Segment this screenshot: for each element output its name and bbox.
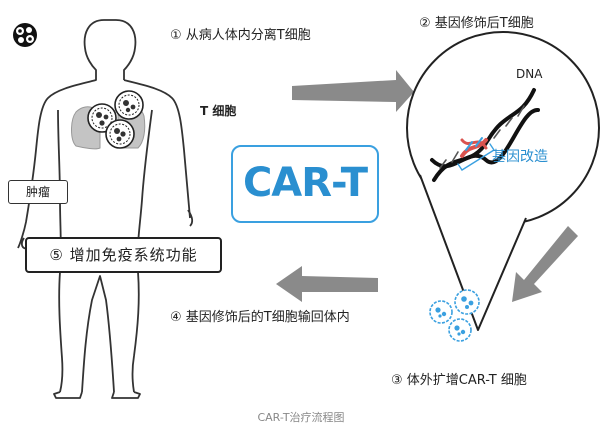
step3-label: ③ 体外扩增CAR-T 细胞 (391, 373, 527, 388)
gene-edit-label: 基因改造 (492, 149, 548, 165)
step1-label: ① 从病人体内分离T细胞 (170, 28, 311, 43)
t-cell-cluster-icon (87, 90, 144, 149)
arrow-step1-to-step2 (292, 70, 414, 112)
figure-caption: CAR-T治疗流程图 (257, 411, 345, 424)
arrow-step3-to-step4 (276, 266, 378, 302)
human-body-outline (17, 19, 194, 399)
dna-helix-icon (430, 88, 540, 182)
step4-label: ④ 基因修饰后的T细胞输回体内 (170, 310, 350, 325)
step2-label: ② 基因修饰后T细胞 (419, 16, 534, 31)
cell-cluster-logo (13, 23, 37, 47)
t-cell-label: T 细胞 (200, 104, 237, 118)
magnifier-lens (406, 31, 600, 331)
arrow-step2-to-step3 (512, 226, 578, 302)
car-t-cell-cluster-icon (429, 289, 480, 342)
tumor-label: 肿瘤 (8, 180, 68, 204)
dna-label: DNA (516, 67, 543, 81)
step5-label: ⑤ 增加免疫系统功能 (25, 237, 222, 273)
car-t-title-box: CAR-T (231, 145, 379, 223)
